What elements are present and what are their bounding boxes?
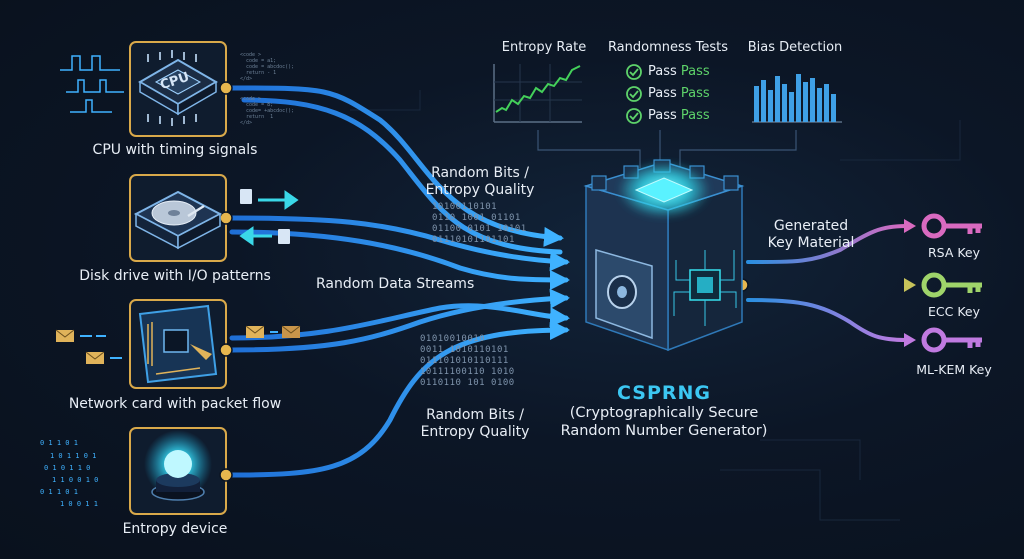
document-icons	[240, 189, 290, 244]
source-label-cpu: CPU with timing signals	[92, 142, 258, 158]
source-label-network: Network card with packet flow	[68, 396, 282, 412]
network-card-icon	[138, 304, 218, 384]
disk-io-arrows	[239, 190, 299, 246]
rsa-key-icon	[921, 213, 982, 239]
source-label-entropy-device: Entropy device	[122, 521, 228, 537]
flow-label-bottom-line1: Random Bits /	[426, 407, 524, 423]
test-result-3-label: Pass	[648, 108, 677, 123]
flow-rsa	[746, 224, 908, 264]
csprng-subtitle-line1: (Cryptographically Secure	[569, 405, 759, 421]
monitor-title-entropy-rate: Entropy Rate	[501, 40, 587, 55]
csprng-subtitle-line2: Random Number Generator)	[560, 423, 768, 439]
test-result-1-label: Pass	[648, 64, 677, 79]
flow-label-top: Random Bits / Entropy Quality	[410, 165, 550, 199]
source-label-disk: Disk drive with I/O patterns	[79, 268, 271, 284]
stream-cpu-top	[225, 85, 564, 247]
svg-text:0 1 0 1 1 0: 0 1 0 1 1 0	[44, 464, 90, 472]
key-label-ecc: ECC Key	[928, 304, 980, 319]
flow-label-top-line2: Entropy Quality	[425, 182, 535, 198]
svg-text:0 1 1 0 1: 0 1 1 0 1	[40, 488, 78, 496]
code-snippet-2: <code > code = 8; code= +abcdoc(); retur…	[240, 96, 295, 126]
svg-text:1 0 0 1 1: 1 0 0 1 1	[60, 500, 98, 508]
stream-net-1	[229, 288, 570, 353]
flow-label-bottom: Random Bits / Entropy Quality	[400, 407, 550, 441]
code-snippet-1: <code > code = a1; code = abcdoc(); retu…	[240, 52, 295, 82]
output-label: Generated Key Material	[756, 218, 866, 252]
svg-text:1 1 0 0 1 0: 1 1 0 0 1 0	[52, 476, 98, 484]
test-result-1-status: Pass	[680, 64, 710, 79]
csprng-title: CSPRNG	[616, 382, 712, 404]
output-arrowheads	[904, 219, 916, 347]
test-result-2-label: Pass	[648, 86, 677, 101]
key-label-rsa: RSA Key	[927, 245, 981, 260]
test-check-icons	[626, 64, 642, 124]
ecc-key-icon	[921, 272, 982, 298]
test-result-3: Pass Pass	[648, 108, 710, 123]
output-flows	[746, 224, 908, 342]
flow-label-bottom-line2: Entropy Quality	[420, 424, 530, 440]
binary-spray: 0 1 1 0 1 1 0 1 1 0 1 0 1 0 1 1 0 1 1 0 0 …	[40, 439, 98, 508]
cpu-icon	[138, 50, 218, 126]
packet-envelopes	[55, 325, 301, 364]
timing-signals	[60, 55, 124, 113]
test-result-2-status: Pass	[680, 86, 710, 101]
stream-disk-1	[229, 215, 570, 272]
entropy-rate-chart	[493, 64, 582, 123]
stream-cpu-bottom	[241, 97, 563, 255]
ml-kem-key-icon	[921, 327, 982, 353]
monitor-title-bias-detection: Bias Detection	[747, 40, 843, 55]
stream-net-2	[229, 303, 570, 341]
binary-stream-top: 10100110101 0110 1001 01101 01100 0101 1…	[432, 202, 527, 245]
svg-text:1 0 1 1 0 1: 1 0 1 1 0 1	[50, 452, 96, 460]
output-label-line1: Generated	[773, 218, 849, 234]
flow-label-middle: Random Data Streams	[316, 276, 475, 292]
stream-disk-2	[229, 229, 570, 290]
svg-text:0 1 1 0 1: 0 1 1 0 1	[40, 439, 78, 447]
key-label-ml-kem: ML-KEM Key	[916, 362, 992, 377]
stream-entropy-device	[229, 320, 570, 478]
test-result-3-status: Pass	[680, 108, 710, 123]
csprng-tower	[583, 159, 745, 352]
entropy-streams	[225, 85, 570, 478]
flow-mlkem	[746, 298, 908, 342]
test-result-2: Pass Pass	[648, 86, 710, 101]
flow-label-top-line1: Random Bits /	[431, 165, 529, 181]
monitor-title-randomness-tests: Randomness Tests	[607, 40, 729, 55]
output-label-line2: Key Material	[767, 235, 855, 251]
entropy-device-icon	[144, 430, 212, 501]
test-result-1: Pass Pass	[648, 64, 710, 79]
background-circuit-lines	[350, 90, 961, 521]
binary-stream-bottom: 01010010010 0011 1010110101 011101010110…	[420, 334, 515, 388]
disk-drive-icon	[133, 190, 223, 250]
csprng-subtitle: (Cryptographically Secure Random Number …	[544, 404, 784, 440]
bias-detection-chart	[752, 74, 842, 123]
